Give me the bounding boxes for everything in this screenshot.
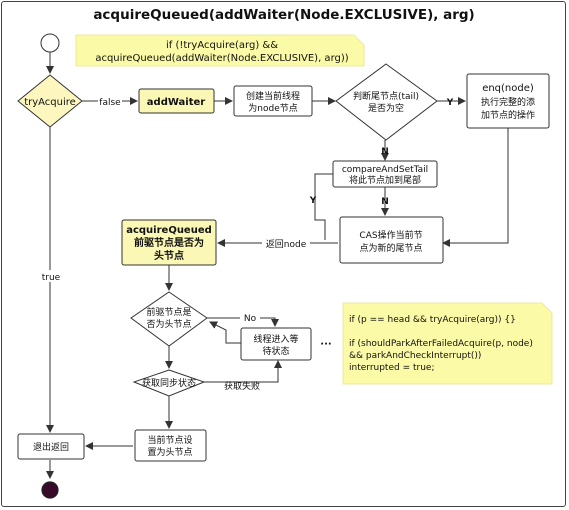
set-head-line-1: 当前节点设 <box>147 434 192 446</box>
edge-getsync-fail <box>204 360 282 383</box>
right-note: if (p == head && tryAcquire(arg)) {} if … <box>342 302 553 385</box>
top-note: if (!tryAcquire(arg) && acquireQueued(ad… <box>75 34 365 67</box>
edge-cast-y-line <box>314 173 333 240</box>
enq-box: enq(node) 执行完整的添 加节点的操作 <box>466 73 550 129</box>
get-sync-label: 获取同步状态 <box>142 377 196 389</box>
add-waiter-label: addWaiter <box>147 97 205 108</box>
compare-set-tail-box: compareAndSetTail 将此节点加到尾部 <box>332 160 438 188</box>
cas-tail-line-2: 点为新的尾节点 <box>359 242 422 254</box>
pred-is-head-line-2: 否为头节点 <box>146 318 191 330</box>
create-node-line-1: 创建当前线程 <box>246 90 300 102</box>
thread-wait-line-1: 线程进入等 <box>253 333 298 345</box>
thread-wait-line-2: 待状态 <box>262 345 289 357</box>
compare-set-tail-line-2: 将此节点加到尾部 <box>349 174 421 186</box>
enq-line-3: 加节点的操作 <box>481 109 535 121</box>
label-y-right: Y <box>446 98 454 108</box>
dots-connector: ··· <box>320 339 331 350</box>
tail-empty-line-1: 判断尾节点(tail) <box>353 90 419 102</box>
start-node <box>40 33 60 53</box>
enq-line-2: 执行完整的添 <box>481 96 535 108</box>
compare-set-tail-line-1: compareAndSetTail <box>342 165 428 175</box>
acquire-queued-box: acquireQueued 前驱节点是否为 头节点 <box>121 219 217 266</box>
acquire-queued-line-1: acquireQueued <box>126 225 212 236</box>
right-note-line-1: if (p == head && tryAcquire(arg)) {} <box>349 315 516 325</box>
edge-enq-to-cas <box>442 128 509 247</box>
cas-tail-line-1: CAS操作当前节 <box>359 229 422 241</box>
right-note-line-5: interrupted = true; <box>349 363 434 373</box>
exit-return-box: 退出返回 <box>17 433 85 460</box>
edge-labels: false true Y N Y N 返回node No 获取失败 ··· <box>41 95 454 392</box>
edges <box>46 52 509 479</box>
tail-empty-decision: 判断尾节点(tail) 是否为空 <box>335 63 438 141</box>
set-head-box: 当前节点设 置为头节点 <box>134 429 207 462</box>
edge-wait-to-predcheck <box>209 321 241 344</box>
label-true: true <box>42 273 61 283</box>
add-waiter-box: addWaiter <box>138 88 215 114</box>
label-n-down: N <box>381 147 389 157</box>
pred-is-head-line-1: 前驱节点是 <box>146 306 191 318</box>
pred-is-head-decision: 前驱节点是 否为头节点 <box>130 291 208 347</box>
label-return-node: 返回node <box>266 238 307 250</box>
acquire-queued-line-2: 前驱节点是否为 <box>134 236 204 249</box>
set-head-line-2: 置为头节点 <box>147 446 192 458</box>
cas-tail-box: CAS操作当前节 点为新的尾节点 <box>339 216 444 264</box>
label-no: No <box>244 314 257 324</box>
label-false: false <box>99 98 121 108</box>
label-n-cas: N <box>381 197 389 207</box>
right-note-line-4: && parkAndCheckInterrupt()) <box>349 351 481 361</box>
try-acquire-label: tryAcquire <box>24 97 76 108</box>
edge-predcheck-no <box>207 317 279 327</box>
thread-wait-box: 线程进入等 待状态 <box>240 327 312 361</box>
tail-empty-line-2: 是否为空 <box>368 102 404 114</box>
diagram-title: acquireQueued(addWaiter(Node.EXCLUSIVE),… <box>93 7 474 23</box>
acquire-queued-line-3: 头节点 <box>154 249 184 262</box>
label-acquire-fail: 获取失败 <box>224 380 260 392</box>
create-node-line-2: 为node节点 <box>248 102 297 114</box>
top-note-line-1: if (!tryAcquire(arg) && <box>166 40 278 51</box>
label-y-left: Y <box>309 196 317 206</box>
top-note-line-2: acquireQueued(addWaiter(Node.EXCLUSIVE),… <box>95 53 348 64</box>
right-note-line-3: if (shouldParkAfterFailedAcquire(p, node… <box>349 339 533 349</box>
try-acquire-decision: tryAcquire <box>17 74 83 128</box>
get-sync-decision: 获取同步状态 <box>132 369 206 397</box>
exit-return-label: 退出返回 <box>33 441 69 453</box>
create-node-box: 创建当前线程 为node节点 <box>233 85 313 117</box>
enq-line-1: enq(node) <box>482 83 534 94</box>
end-node <box>41 481 59 499</box>
